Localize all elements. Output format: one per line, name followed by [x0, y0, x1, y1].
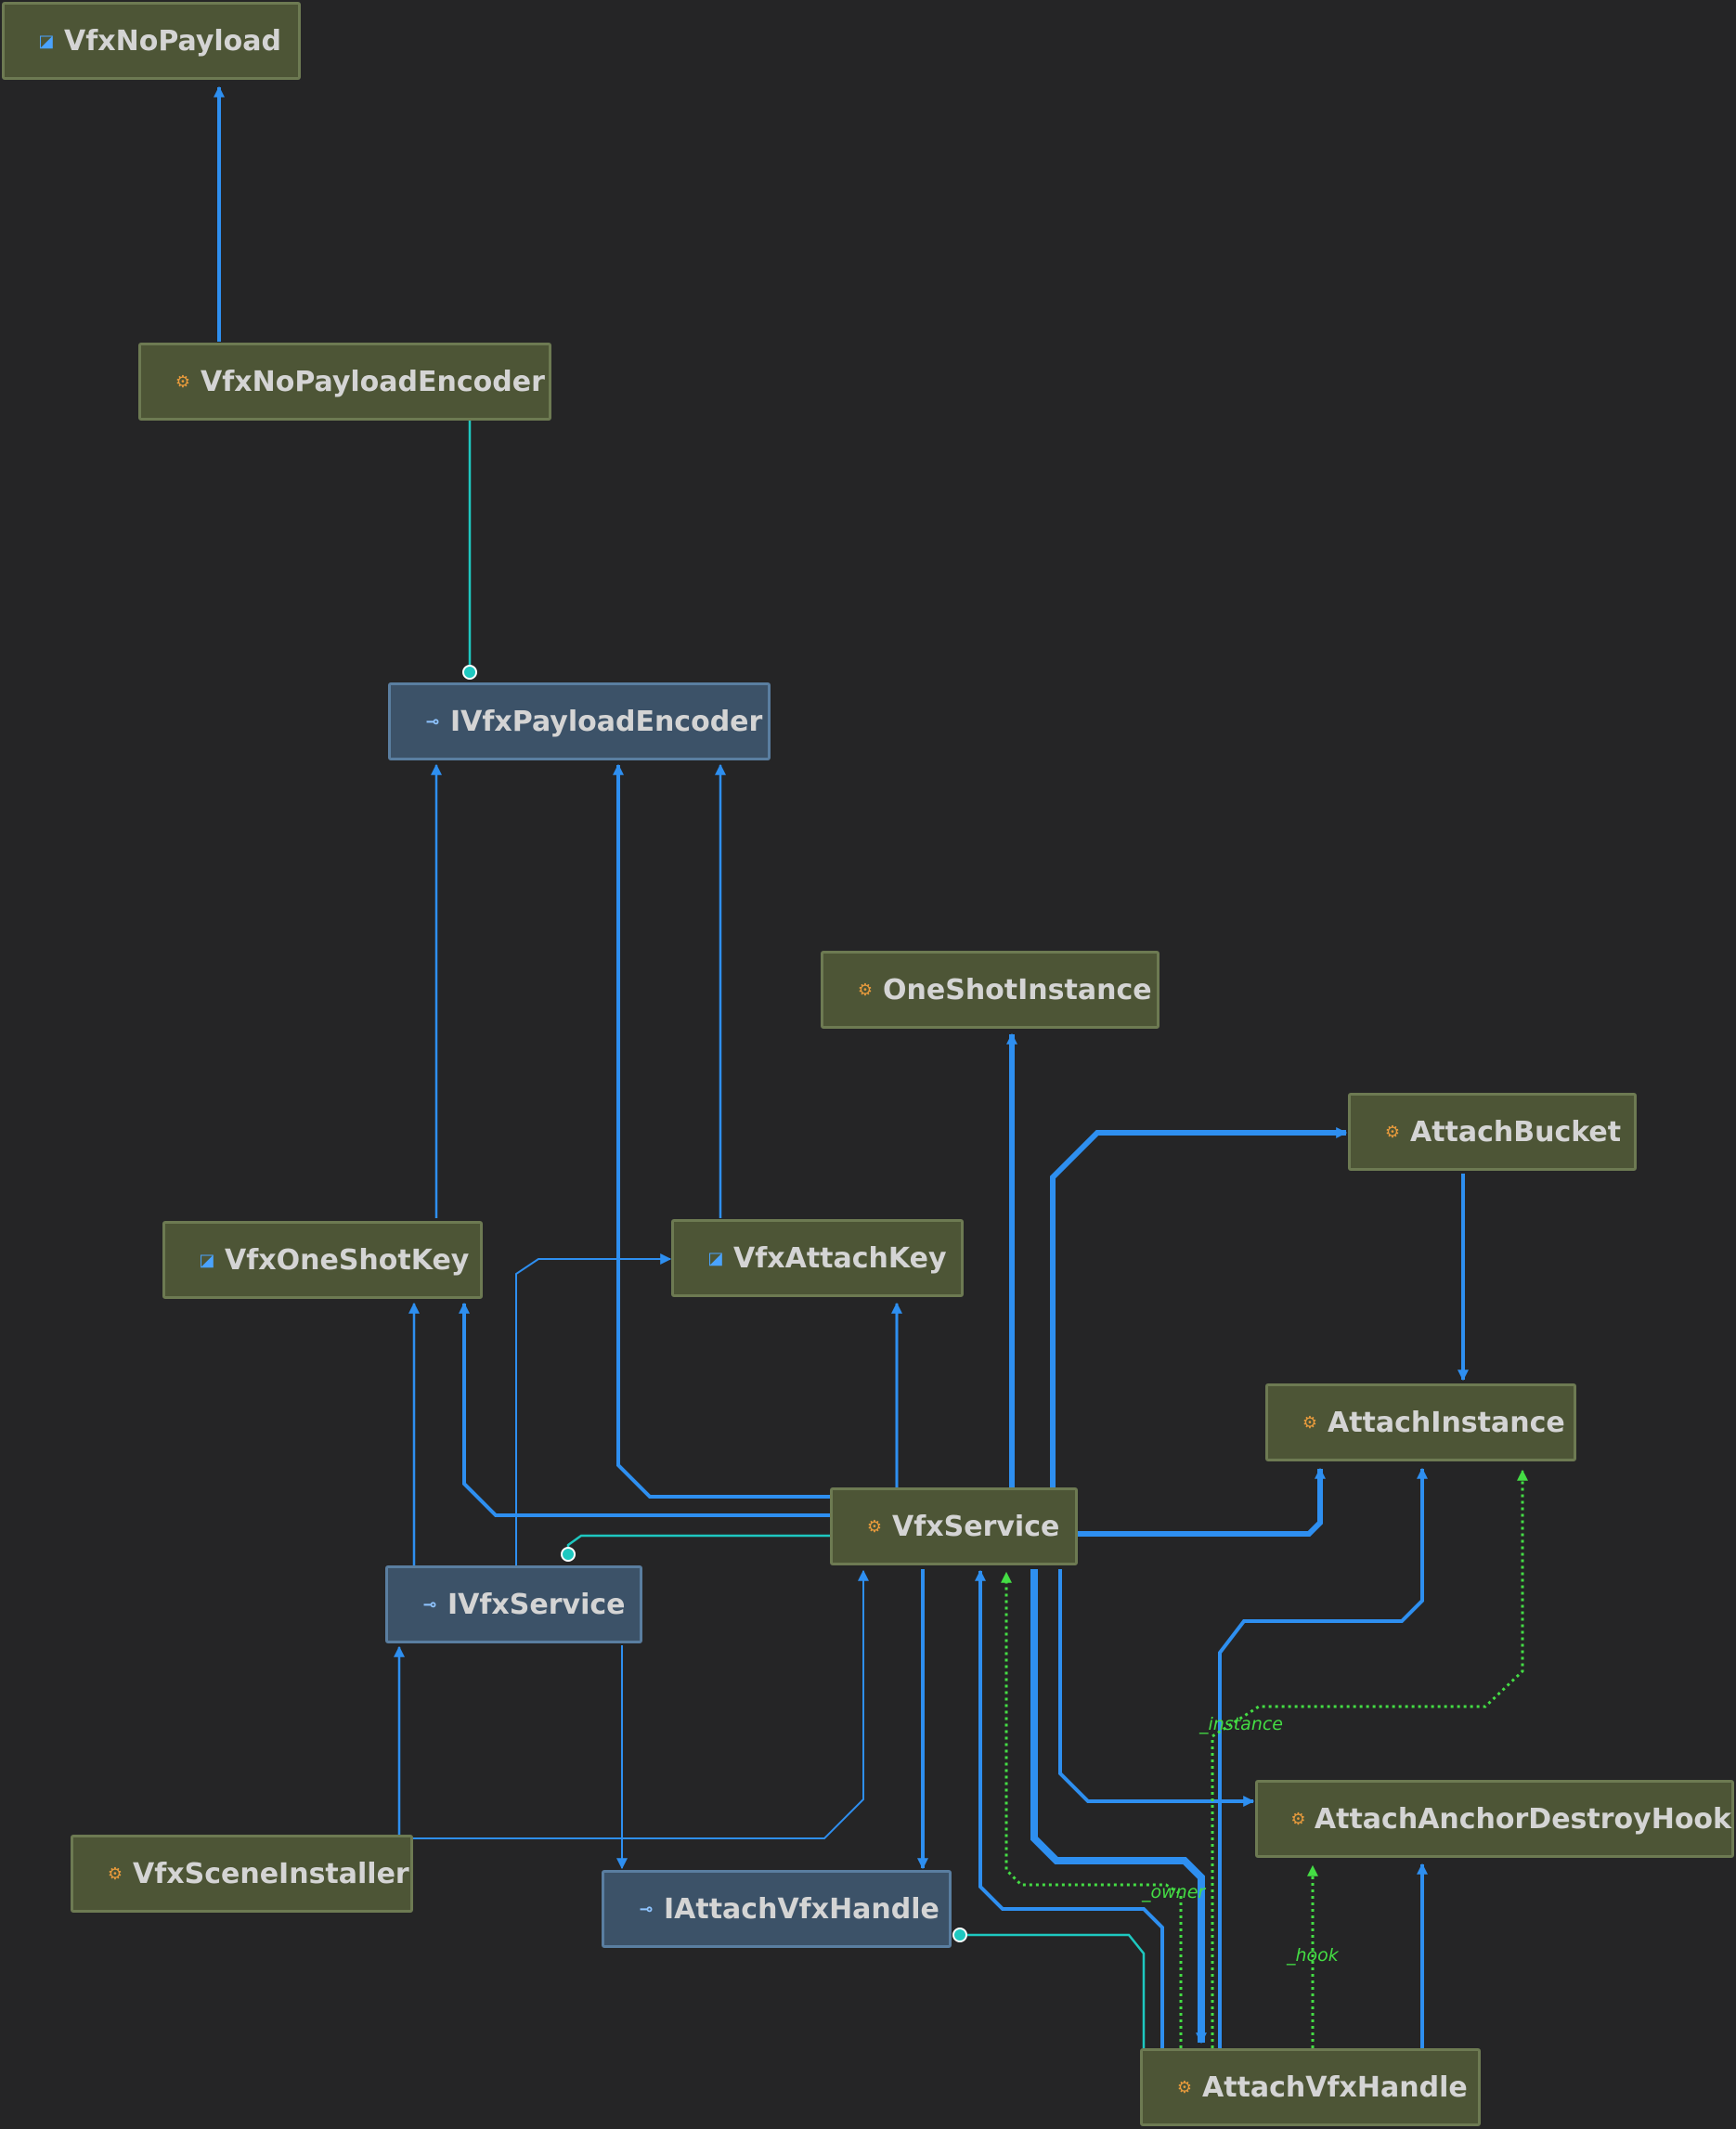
edge-service-to-attachbucket	[1050, 1127, 1348, 1487]
class-icon: ⚙	[1176, 2077, 1193, 2097]
edge-service-to-oneshotkey	[459, 1302, 830, 1517]
edge-label-hook: _hook	[1287, 1945, 1339, 1966]
edge-attachvfxhandle-to-service	[975, 1569, 1164, 2048]
edge-service-to-hook	[1058, 1569, 1255, 1807]
node-vfx-no-payload-encoder[interactable]: ⚙ VfxNoPayloadEncoder	[138, 343, 551, 421]
edge-service-implements-ivfxservice	[566, 1534, 830, 1549]
node-one-shot-instance[interactable]: ⚙ OneShotInstance	[821, 951, 1159, 1029]
edge-label-instance: _instance	[1199, 1714, 1283, 1734]
class-icon: ⚙	[857, 980, 874, 1000]
edge-service-to-attachvfxhandle	[1030, 1569, 1207, 2045]
edge-label-owner: _owner	[1142, 1882, 1206, 1902]
edge-installer-to-service	[412, 1569, 869, 1839]
struct-icon: ◪	[707, 1248, 724, 1268]
edge-field-instance	[1211, 1469, 1528, 2048]
implements-lollipop-encoder	[462, 665, 477, 680]
node-vfx-no-payload[interactable]: ◪ VfxNoPayload	[2, 2, 301, 80]
node-vfx-attach-key[interactable]: ◪ VfxAttachKey	[671, 1219, 964, 1297]
node-label: AttachBucket	[1410, 1115, 1622, 1149]
edge-attachvfxhandle-implements	[965, 1933, 1146, 2048]
interface-icon: ⊸	[425, 711, 440, 732]
node-label: AttachAnchorDestroyHook	[1314, 1802, 1731, 1836]
node-label: VfxSceneInstaller	[133, 1857, 409, 1890]
edge-service-to-attachinstance	[1077, 1467, 1326, 1537]
class-icon: ⚙	[1384, 1122, 1401, 1142]
edge-ivfxservice-to-attachkey	[515, 1253, 672, 1565]
class-icon: ⚙	[1290, 1809, 1306, 1829]
node-label: VfxAttachKey	[733, 1241, 947, 1275]
node-label: IVfxPayloadEncoder	[450, 705, 763, 738]
implements-lollipop-service	[561, 1547, 576, 1562]
node-label: AttachInstance	[1328, 1406, 1565, 1439]
node-vfx-service[interactable]: ⚙ VfxService	[830, 1487, 1078, 1565]
node-attach-bucket[interactable]: ⚙ AttachBucket	[1348, 1093, 1637, 1171]
interface-icon: ⊸	[422, 1594, 437, 1615]
interface-icon: ⊸	[639, 1899, 654, 1919]
node-attach-instance[interactable]: ⚙ AttachInstance	[1265, 1383, 1576, 1461]
node-vfx-scene-installer[interactable]: ⚙ VfxSceneInstaller	[71, 1835, 413, 1913]
node-attach-vfx-handle[interactable]: ⚙ AttachVfxHandle	[1140, 2048, 1481, 2126]
class-icon: ⚙	[107, 1863, 123, 1884]
node-label: OneShotInstance	[883, 973, 1152, 1006]
node-label: AttachVfxHandle	[1202, 2071, 1468, 2104]
node-ivfx-service[interactable]: ⊸ IVfxService	[385, 1565, 642, 1643]
struct-icon: ◪	[38, 31, 55, 51]
node-label: IVfxService	[447, 1588, 626, 1621]
node-ivfx-payload-encoder[interactable]: ⊸ IVfxPayloadEncoder	[388, 682, 771, 760]
node-iattach-vfx-handle[interactable]: ⊸ IAttachVfxHandle	[602, 1870, 952, 1948]
edge-attachvfxhandle-to-instance	[1218, 1467, 1428, 2048]
node-label: VfxNoPayload	[64, 24, 282, 58]
class-icon: ⚙	[1302, 1412, 1318, 1433]
node-attach-anchor-destroy-hook[interactable]: ⚙ AttachAnchorDestroyHook	[1255, 1780, 1734, 1858]
node-label: VfxNoPayloadEncoder	[201, 365, 545, 398]
node-label: VfxService	[892, 1510, 1060, 1543]
edge-service-to-encoder	[613, 763, 830, 1499]
node-label: VfxOneShotKey	[225, 1243, 470, 1277]
node-vfx-one-shot-key[interactable]: ◪ VfxOneShotKey	[162, 1221, 483, 1299]
struct-icon: ◪	[199, 1250, 215, 1270]
class-icon: ⚙	[175, 371, 191, 392]
implements-lollipop-handle	[952, 1928, 967, 1942]
class-icon: ⚙	[866, 1516, 883, 1537]
node-label: IAttachVfxHandle	[664, 1892, 939, 1926]
